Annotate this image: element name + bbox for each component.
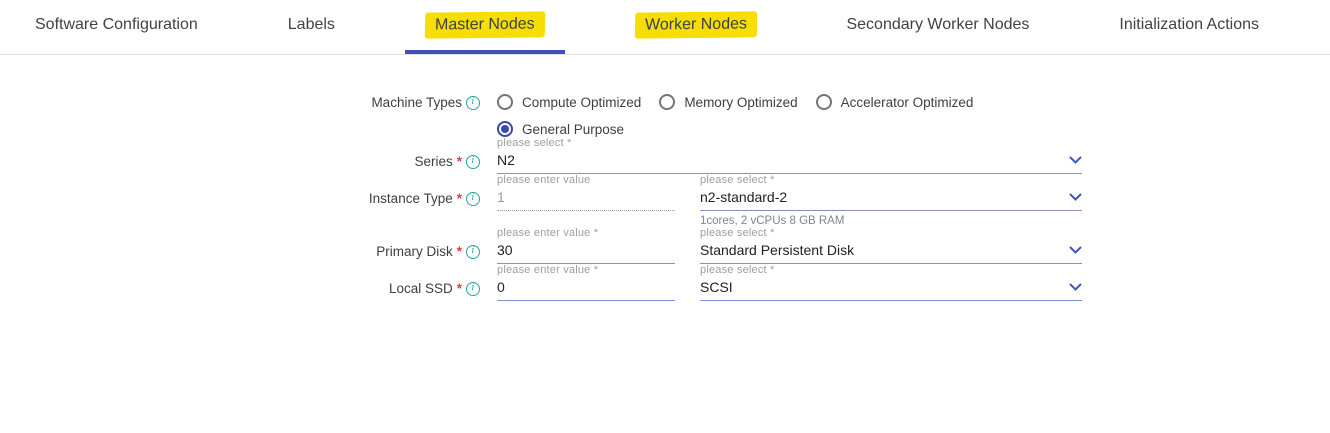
tab-label-highlighted: Worker Nodes	[634, 11, 757, 39]
field-floating-label: please select *	[700, 227, 775, 239]
radio-general-purpose[interactable]: General Purpose	[497, 121, 624, 137]
local-ssd-label: Local SSD * i	[0, 264, 480, 296]
tab-divider	[0, 54, 1330, 55]
primary-disk-select-value: Standard Persistent Disk	[700, 242, 855, 258]
radio-button-icon	[815, 94, 832, 110]
primary-disk-type-select: please select * Standard Persistent Disk	[700, 227, 1082, 264]
instance-count-input[interactable]	[497, 189, 675, 211]
tab-label: Initialization Actions	[1119, 16, 1260, 33]
tab-master-nodes[interactable]: Master Nodes	[404, 0, 565, 54]
info-icon[interactable]: i	[466, 154, 480, 169]
primary-disk-label: Primary Disk * i	[0, 227, 480, 259]
info-icon[interactable]: i	[466, 95, 480, 110]
radio-button-icon	[659, 94, 676, 110]
series-label: Series * i	[0, 137, 480, 169]
tab-software-configuration[interactable]: Software Configuration	[15, 0, 218, 54]
series-row: Series * i please select * N2	[0, 137, 1330, 174]
chevron-down-icon[interactable]	[1069, 193, 1082, 202]
series-select-trigger[interactable]: N2	[497, 152, 1082, 174]
field-floating-label: please select *	[497, 137, 572, 149]
local-ssd-select-value: SCSI	[700, 279, 733, 295]
tab-secondary-worker-nodes[interactable]: Secondary Worker Nodes	[826, 0, 1049, 54]
radio-button-icon	[497, 94, 513, 110]
tab-label: Labels	[287, 16, 335, 33]
tab-label: Secondary Worker Nodes	[846, 16, 1030, 33]
required-asterisk: *	[456, 154, 462, 169]
tab-bar: Software Configuration Labels Master Nod…	[0, 0, 1330, 54]
field-floating-label: please enter value *	[497, 227, 599, 239]
tab-initialization-actions[interactable]: Initialization Actions	[1099, 0, 1279, 54]
tab-label-highlighted: Master Nodes	[424, 11, 545, 39]
master-nodes-form: Machine Types i Compute Optimized Memory…	[0, 55, 1330, 301]
primary-disk-size-input[interactable]	[497, 242, 675, 264]
chevron-down-icon[interactable]	[1069, 156, 1082, 165]
local-ssd-select-trigger[interactable]: SCSI	[700, 279, 1082, 301]
field-floating-label: please select *	[700, 174, 775, 186]
instance-type-select-trigger[interactable]: n2-standard-2	[700, 189, 1082, 211]
radio-button-selected-icon	[497, 121, 513, 137]
chevron-down-icon[interactable]	[1069, 283, 1082, 292]
instance-count-field: please enter value	[497, 174, 675, 211]
tab-labels[interactable]: Labels	[268, 0, 355, 54]
series-select: please select * N2	[497, 137, 1082, 174]
local-ssd-interface-select: please select * SCSI	[700, 264, 1082, 301]
primary-disk-size-field: please enter value *	[497, 227, 675, 264]
radio-compute-optimized[interactable]: Compute Optimized	[497, 94, 641, 110]
info-icon[interactable]: i	[466, 244, 480, 259]
primary-disk-row: Primary Disk * i please enter value * pl…	[0, 227, 1330, 264]
series-select-value: N2	[497, 152, 515, 168]
radio-accelerator-optimized[interactable]: Accelerator Optimized	[815, 94, 973, 110]
instance-type-label: Instance Type * i	[0, 174, 480, 206]
tab-worker-nodes[interactable]: Worker Nodes	[615, 0, 777, 54]
instance-type-select-value: n2-standard-2	[700, 189, 788, 205]
info-icon[interactable]: i	[466, 191, 480, 206]
required-asterisk: *	[456, 281, 462, 296]
required-asterisk: *	[456, 244, 462, 259]
instance-type-row: Instance Type * i please enter value ple…	[0, 174, 1330, 227]
instance-type-helper-text: 1cores, 2 vCPUs 8 GB RAM	[700, 215, 845, 227]
machine-types-radio-group: Compute Optimized Memory Optimized Accel…	[497, 93, 973, 137]
local-ssd-count-input[interactable]	[497, 279, 675, 301]
chevron-down-icon[interactable]	[1069, 246, 1082, 255]
instance-type-select: please select * n2-standard-2 1cores, 2 …	[700, 174, 1082, 227]
local-ssd-count-field: please enter value *	[497, 264, 675, 301]
local-ssd-row: Local SSD * i please enter value * pleas…	[0, 264, 1330, 301]
radio-memory-optimized[interactable]: Memory Optimized	[659, 94, 798, 110]
machine-types-row: Machine Types i Compute Optimized Memory…	[0, 93, 1330, 137]
field-floating-label: please enter value	[497, 174, 591, 186]
required-asterisk: *	[456, 191, 462, 206]
info-icon[interactable]: i	[466, 281, 480, 296]
field-floating-label: please select *	[700, 264, 775, 276]
tab-label: Software Configuration	[35, 16, 198, 33]
primary-disk-select-trigger[interactable]: Standard Persistent Disk	[700, 242, 1082, 264]
machine-types-label: Machine Types i	[0, 93, 480, 110]
field-floating-label: please enter value *	[497, 264, 599, 276]
